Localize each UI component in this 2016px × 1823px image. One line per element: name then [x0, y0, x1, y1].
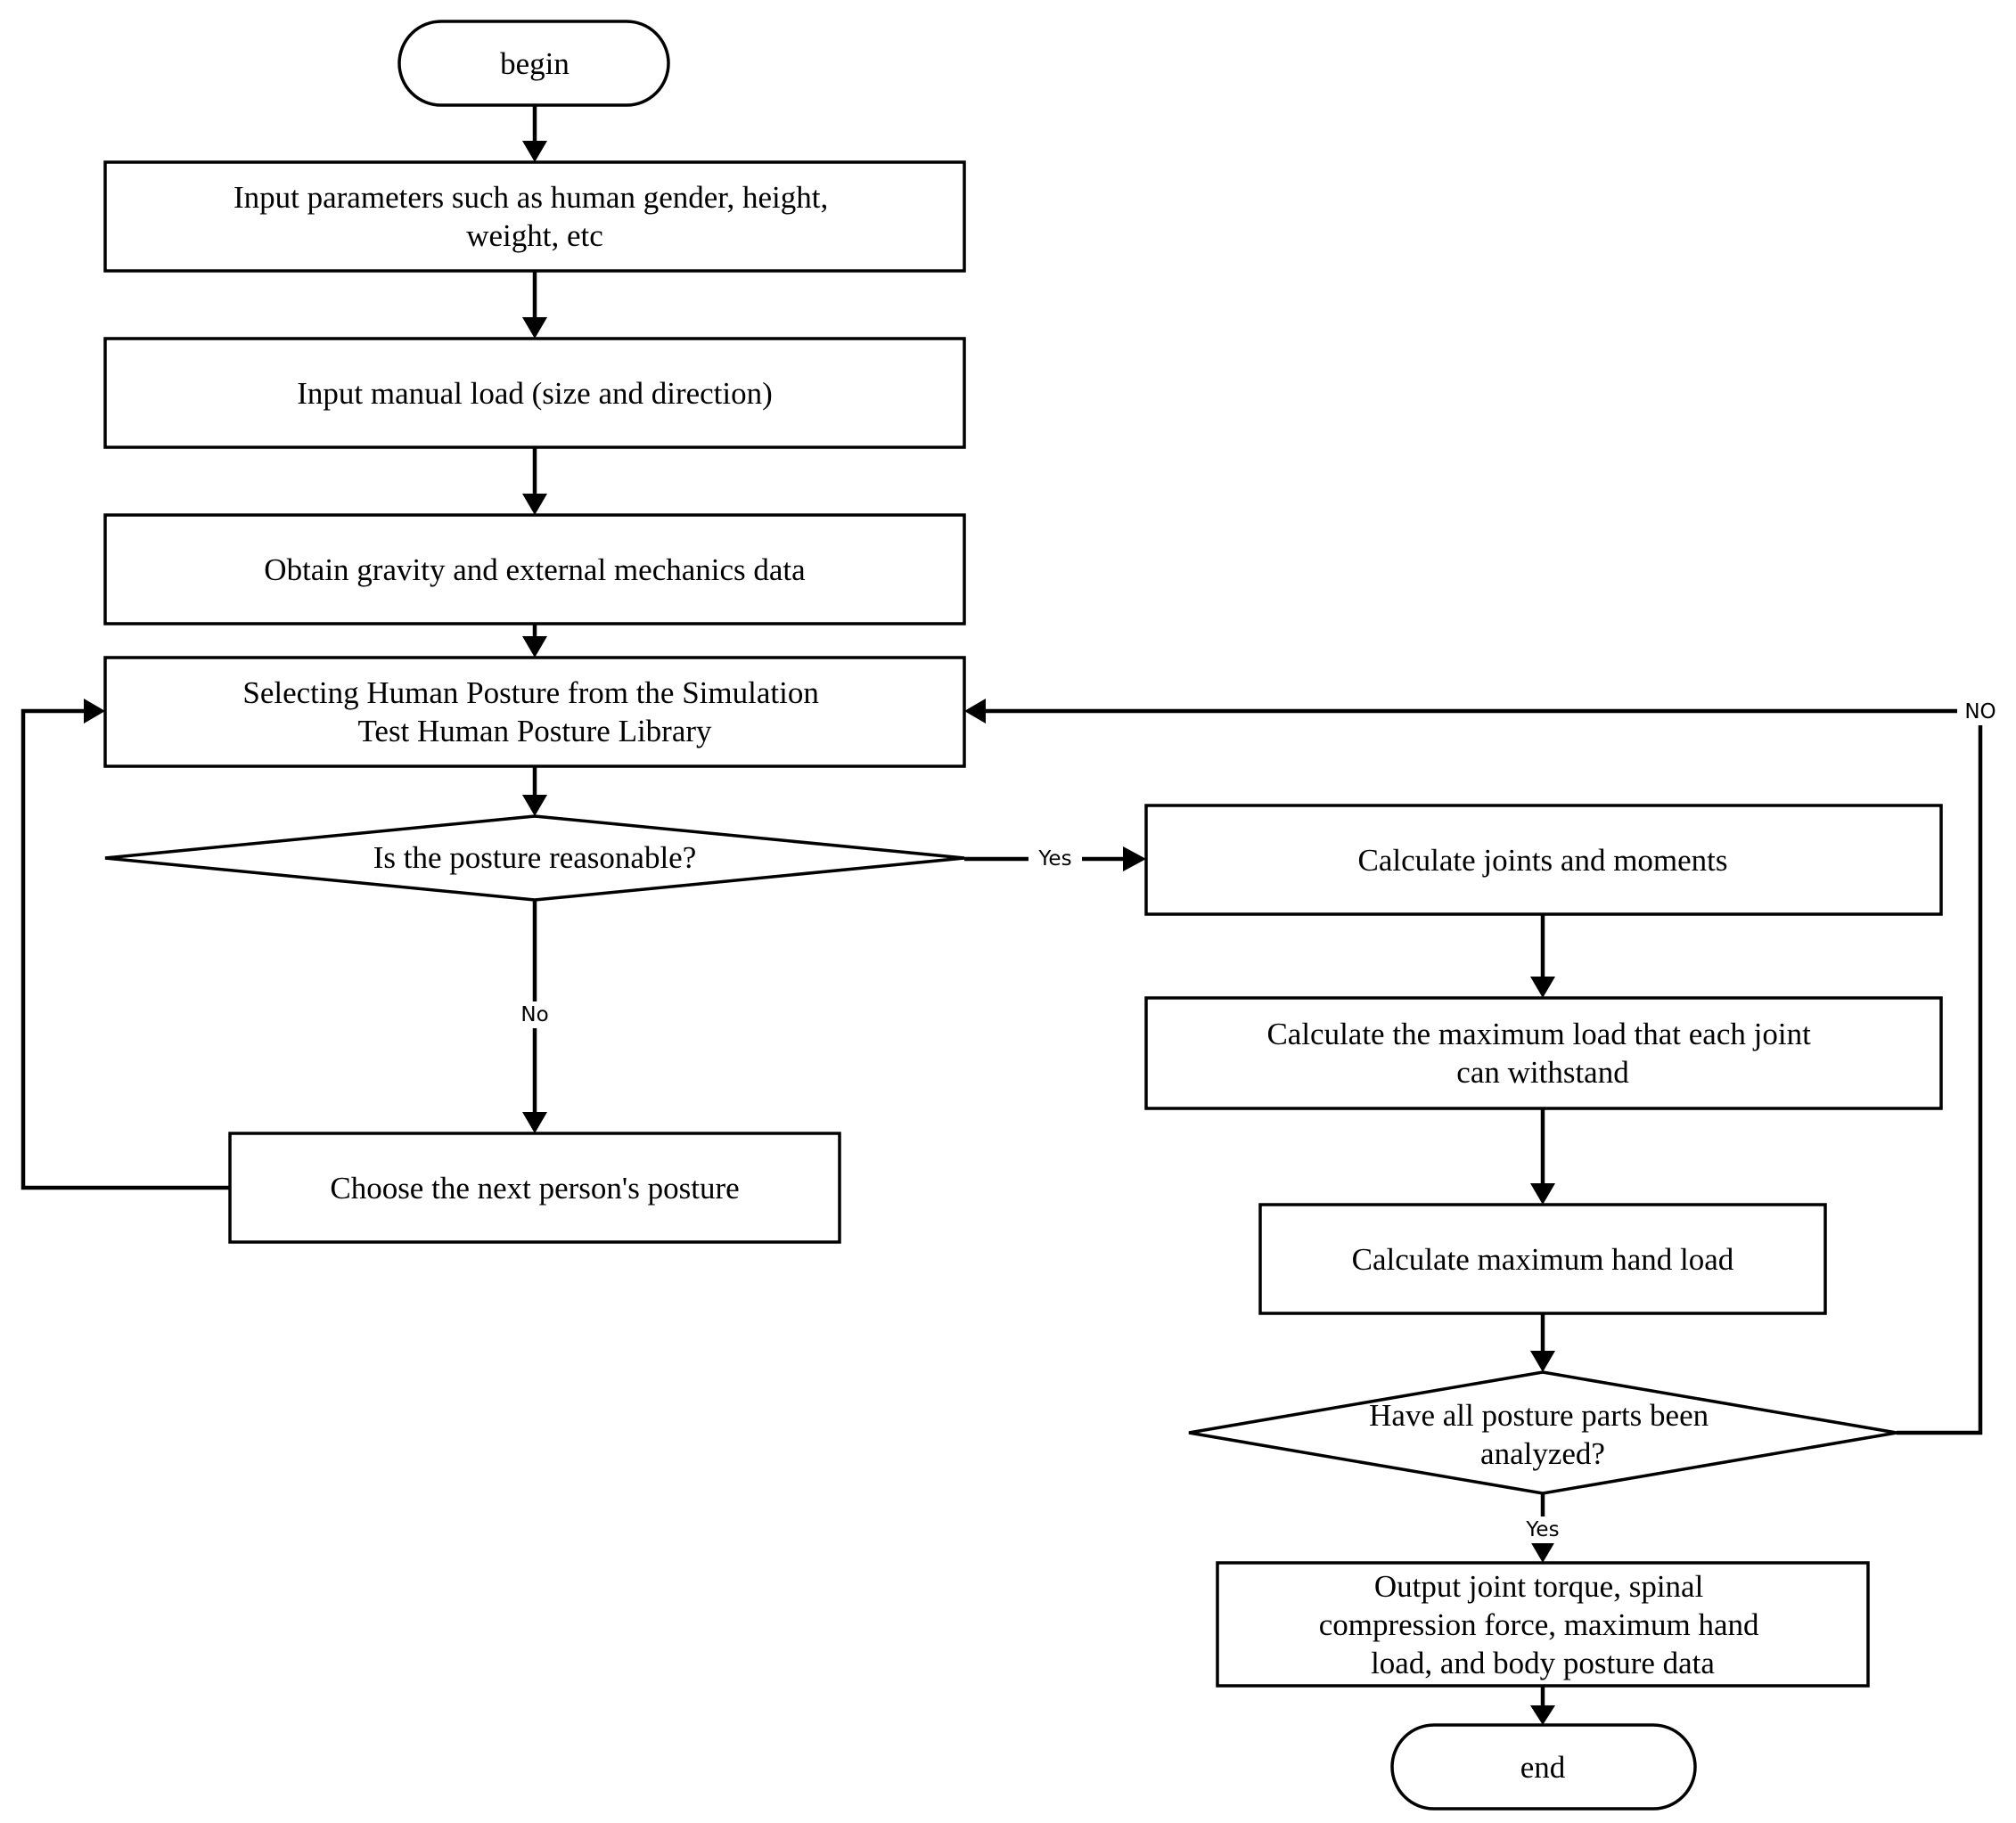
edge-label-reasonable-no: No — [520, 1003, 548, 1026]
node-posture-reasonable: Is the posture reasonable? — [104, 814, 965, 902]
decision-diamond — [104, 814, 965, 902]
terminator-shape — [397, 20, 670, 107]
node-text-line: Choose the next person's posture — [330, 1171, 739, 1206]
node-text-line: Is the posture reasonable? — [373, 840, 697, 875]
node-text: Output joint torque, spinal compression … — [1319, 1569, 1767, 1680]
arrowhead — [1123, 846, 1146, 871]
arrowhead — [522, 636, 547, 658]
edge-label-analyzed-yes: Yes — [1525, 1518, 1559, 1541]
node-text-line: Calculate the maximum load that each joi… — [1266, 1017, 1811, 1051]
node-text-line: load, and body posture data — [1371, 1646, 1715, 1680]
node-text: Calculate the maximum load that each joi… — [1266, 1017, 1818, 1090]
terminator-shape — [1390, 1723, 1697, 1811]
arrowhead — [1530, 1541, 1555, 1563]
arrowhead — [1530, 1705, 1555, 1725]
arrowhead — [522, 1112, 547, 1133]
node-text-line: compression force, maximum hand — [1319, 1607, 1759, 1642]
node-text-line: Obtain gravity and external mechanics da… — [264, 552, 806, 587]
node-text-line: Calculate joints and moments — [1357, 843, 1727, 878]
node-obtain-gravity: Obtain gravity and external mechanics da… — [103, 513, 966, 625]
node-next-posture: Choose the next person's posture — [228, 1132, 841, 1244]
node-text: begin — [500, 46, 570, 81]
arrowhead — [1530, 1351, 1555, 1372]
node-text-line: weight, etc — [466, 218, 603, 253]
process-box — [103, 160, 966, 273]
node-text-line: Calculate maximum hand load — [1352, 1242, 1734, 1277]
arrowhead — [522, 141, 547, 162]
node-text: Input manual load (size and direction) — [297, 376, 773, 411]
edge-label-analyzed-no: NO — [1964, 700, 1996, 723]
arrowhead — [1530, 977, 1555, 998]
node-text-line: Selecting Human Posture from the Simulat… — [242, 675, 818, 710]
decision-diamond — [1188, 1370, 1897, 1495]
node-text-line: Input parameters such as human gender, h… — [234, 180, 828, 215]
node-begin: begin — [397, 20, 670, 107]
node-text: Have all posture parts been analyzed? — [1369, 1398, 1717, 1471]
node-text-line: end — [1520, 1750, 1566, 1785]
arrowhead — [1530, 1183, 1555, 1205]
process-box — [103, 656, 966, 768]
node-input-params: Input parameters such as human gender, h… — [103, 160, 966, 273]
node-text-line: begin — [500, 46, 570, 81]
arrowhead — [84, 699, 105, 723]
node-calc-joints: Calculate joints and moments — [1144, 804, 1943, 916]
process-box — [1258, 1203, 1827, 1315]
process-box — [103, 513, 966, 625]
node-text-line: Input manual load (size and direction) — [297, 376, 773, 411]
node-text: Obtain gravity and external mechanics da… — [264, 552, 806, 587]
node-text: Selecting Human Posture from the Simulat… — [242, 675, 826, 748]
node-text-line: can withstand — [1456, 1055, 1629, 1090]
arrowhead — [522, 317, 547, 339]
node-text: end — [1520, 1750, 1566, 1785]
process-box — [1216, 1561, 1870, 1688]
node-calc-max-joint-load: Calculate the maximum load that each joi… — [1144, 996, 1943, 1110]
edge-next-posture-loop-back — [20, 708, 230, 1190]
arrowhead — [522, 795, 547, 816]
edge-label-reasonable-yes: Yes — [1037, 847, 1071, 871]
process-box — [1144, 996, 1943, 1110]
edge-labels: Yes No NO Yes — [512, 699, 2004, 1543]
node-text: Calculate joints and moments — [1357, 843, 1727, 878]
node-calc-hand-load: Calculate maximum hand load — [1258, 1203, 1827, 1315]
node-text: Is the posture reasonable? — [373, 840, 697, 875]
process-box — [228, 1132, 841, 1244]
process-box — [1144, 804, 1943, 916]
node-end: end — [1390, 1723, 1697, 1811]
node-text: Calculate maximum hand load — [1352, 1242, 1734, 1277]
node-text-line: Test Human Posture Library — [357, 714, 712, 748]
node-output: Output joint torque, spinal compression … — [1216, 1561, 1870, 1688]
node-text: Choose the next person's posture — [330, 1171, 739, 1206]
edge-all-analyzed-no-to-select-posture — [984, 708, 1983, 1435]
node-select-posture: Selecting Human Posture from the Simulat… — [103, 656, 966, 768]
node-text: Input parameters such as human gender, h… — [234, 180, 836, 253]
node-text-line: Output joint torque, spinal — [1374, 1569, 1704, 1604]
node-text-line: analyzed? — [1480, 1436, 1605, 1471]
node-all-analyzed: Have all posture parts been analyzed? — [1188, 1370, 1897, 1495]
process-box — [103, 337, 966, 449]
arrowhead — [522, 494, 547, 515]
node-text-line: Have all posture parts been — [1369, 1398, 1709, 1433]
node-input-load: Input manual load (size and direction) — [103, 337, 966, 449]
arrowhead — [964, 699, 986, 723]
